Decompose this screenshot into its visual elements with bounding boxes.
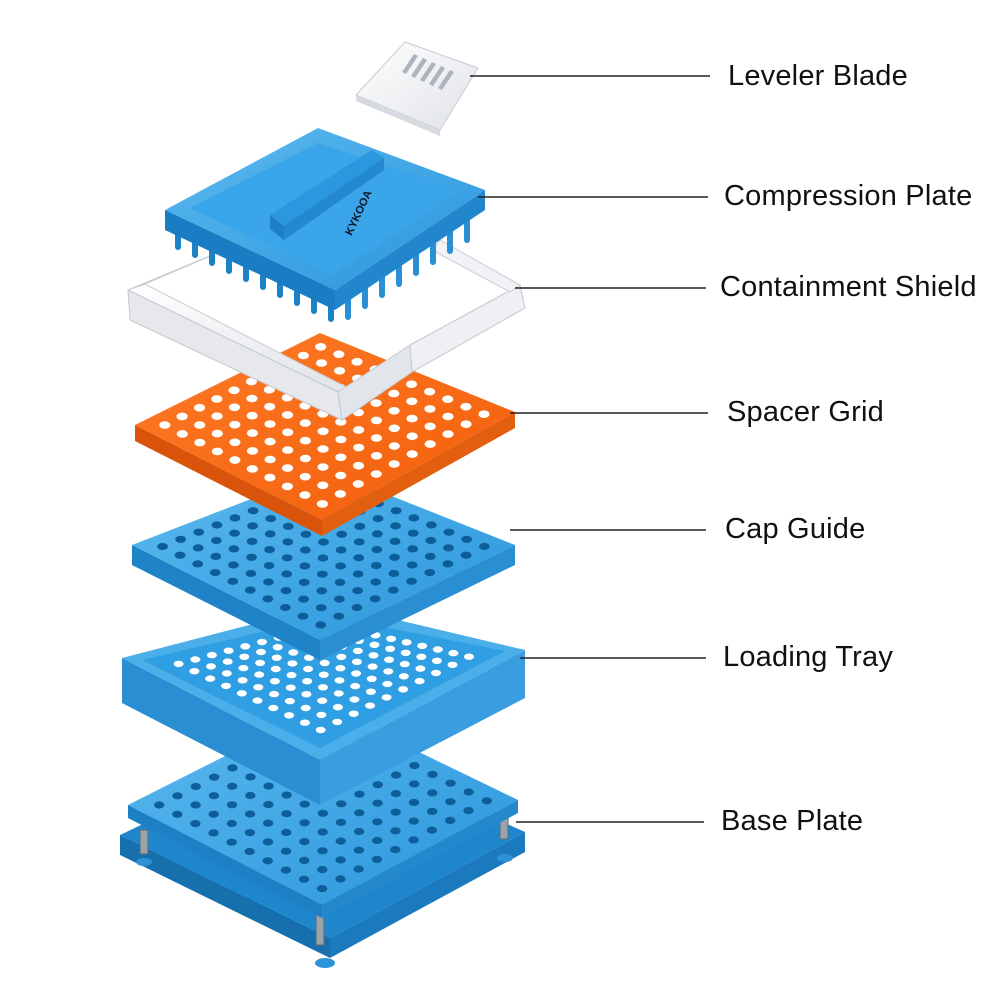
cap-guide-part <box>132 470 515 660</box>
label-base-plate: Base Plate <box>721 805 864 837</box>
compression-plate-part: KYKOOA <box>165 128 485 322</box>
label-cap-guide: Cap Guide <box>725 513 866 545</box>
label-leveler-blade: Leveler Blade <box>728 60 908 92</box>
leveler-blade-part <box>355 41 479 136</box>
base-plate-part <box>120 706 525 968</box>
loading-tray-part <box>122 604 525 805</box>
leader-lines <box>470 75 710 823</box>
spacer-grid-part <box>135 333 515 536</box>
label-loading-tray: Loading Tray <box>723 641 894 673</box>
label-compression-plate: Compression Plate <box>724 180 973 212</box>
label-spacer-grid: Spacer Grid <box>727 396 884 428</box>
containment-shield-part <box>126 204 526 421</box>
label-containment-shield: Containment Shield <box>720 271 977 303</box>
